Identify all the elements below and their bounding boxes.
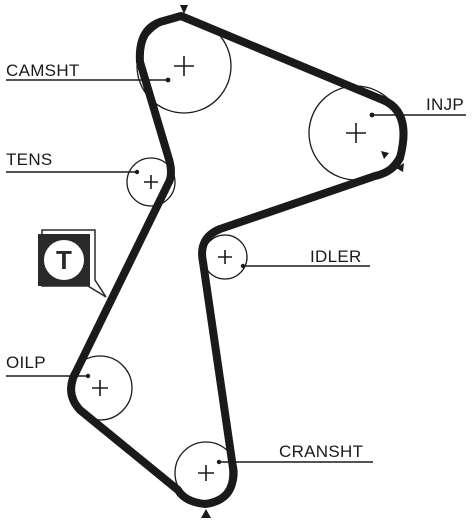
oil-pump-pulley — [67, 355, 133, 421]
crankshaft-label: CRANSHT — [279, 442, 363, 461]
tension-badge: T — [38, 229, 107, 298]
injection-pump-timing-mark — [396, 163, 404, 172]
injection-pump-pulley — [308, 85, 404, 181]
injection-pump-label: INJP — [426, 95, 464, 114]
timing-belt — [67, 12, 408, 508]
idler-label: IDLER — [310, 247, 362, 266]
camshaft-timing-mark — [180, 5, 188, 14]
tension-badge-letter: T — [56, 245, 72, 275]
camshaft-label: CAMSHT — [6, 61, 80, 80]
oil-pump-label: OILP — [6, 353, 46, 372]
injection-pump-inner-mark — [381, 151, 389, 159]
tensioner-label: TENS — [6, 150, 53, 169]
crankshaft-timing-mark — [201, 509, 211, 518]
